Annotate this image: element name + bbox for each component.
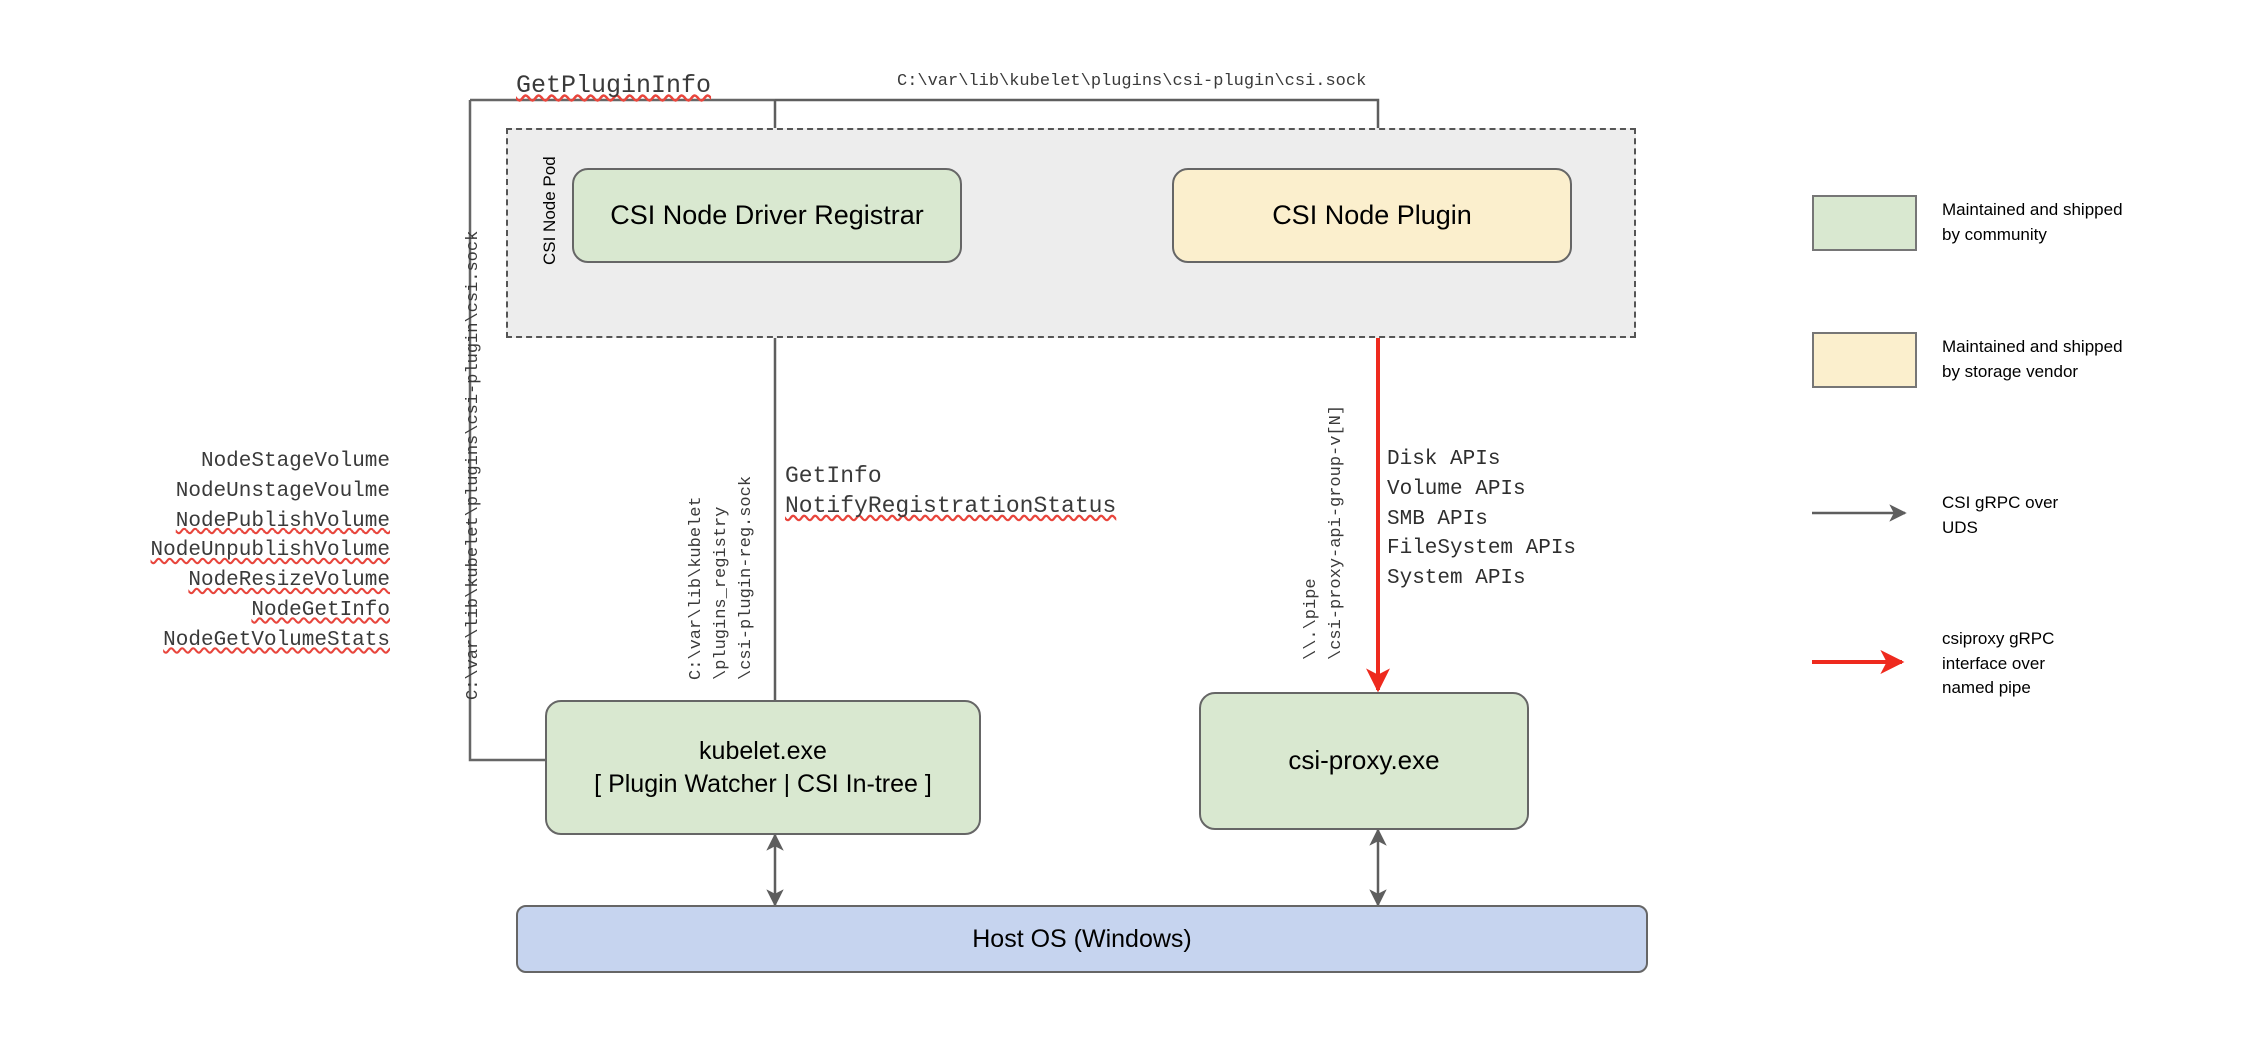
node-rpc-item: NodeGetVolumeStats bbox=[163, 628, 390, 652]
legend-swatch-vendor bbox=[1812, 332, 1917, 388]
csi-node-pod-label: CSI Node Pod bbox=[540, 156, 559, 265]
node-csi-node-driver-registrar[interactable]: CSI Node Driver Registrar bbox=[572, 168, 962, 263]
node-label: csi-proxy.exe bbox=[1288, 745, 1440, 776]
node-rpc-item: NodePublishVolume bbox=[175, 509, 390, 533]
label-registry-path-line-1: C:\var\lib\kubelet bbox=[687, 496, 706, 680]
node-host-os[interactable]: Host OS (Windows) bbox=[516, 905, 1648, 973]
node-rpc-item: NodeResizeVolume bbox=[188, 569, 390, 593]
node-kubelet-exe[interactable]: kubelet.exe [ Plugin Watcher | CSI In-tr… bbox=[545, 700, 981, 835]
label-csi-sock-path-left: C:\var\lib\kubelet\plugins\csi-plugin\cs… bbox=[464, 230, 483, 700]
node-rpc-item: NodeUnstageVoulme bbox=[175, 479, 390, 503]
node-rpc-item: NodeUnpublishVolume bbox=[150, 539, 390, 563]
label-named-pipe-line-1: \\.\pipe bbox=[1302, 578, 1321, 660]
node-rpc-list: NodeStageVolume NodeUnstageVoulme NodePu… bbox=[110, 447, 390, 656]
csi-proxy-api-list: Disk APIs Volume APIs SMB APIs FileSyste… bbox=[1387, 448, 1577, 591]
node-csi-proxy-exe[interactable]: csi-proxy.exe bbox=[1199, 692, 1529, 830]
node-csi-node-plugin[interactable]: CSI Node Plugin bbox=[1172, 168, 1572, 263]
node-label: Host OS (Windows) bbox=[972, 924, 1192, 953]
node-rpc-item: NodeStageVolume bbox=[200, 450, 390, 473]
legend-label-csiproxy-grpc: csiproxy gRPC interface over named pipe bbox=[1942, 629, 2055, 698]
label-named-pipe-line-2: \csi-proxy-api-group-v[N] bbox=[1327, 404, 1346, 660]
node-label: CSI Node Plugin bbox=[1272, 199, 1472, 230]
legend-swatch-community bbox=[1812, 195, 1917, 251]
label-registry-path-line-3: \csi-plugin-reg.sock bbox=[737, 475, 756, 680]
label-registry-path-line-2: \plugins_registry bbox=[712, 506, 731, 680]
node-label: kubelet.exe [ Plugin Watcher | CSI In-tr… bbox=[594, 737, 932, 798]
legend-label-csi-grpc-uds: CSI gRPC over UDS bbox=[1942, 493, 2059, 537]
label-csi-sock-path-top: C:\var\lib\kubelet\plugins\csi-plugin\cs… bbox=[897, 72, 1367, 91]
legend-label-community: Maintained and shipped by community bbox=[1942, 200, 2123, 244]
label-get-info: GetInfo bbox=[785, 463, 882, 489]
label-notify-registration-status: NotifyRegistrationStatus bbox=[785, 493, 1117, 519]
node-label: CSI Node Driver Registrar bbox=[610, 199, 924, 230]
node-rpc-item: NodeGetInfo bbox=[251, 599, 390, 623]
legend-label-vendor: Maintained and shipped by storage vendor bbox=[1942, 337, 2123, 381]
label-get-plugin-info: GetPluginInfo bbox=[516, 71, 712, 100]
